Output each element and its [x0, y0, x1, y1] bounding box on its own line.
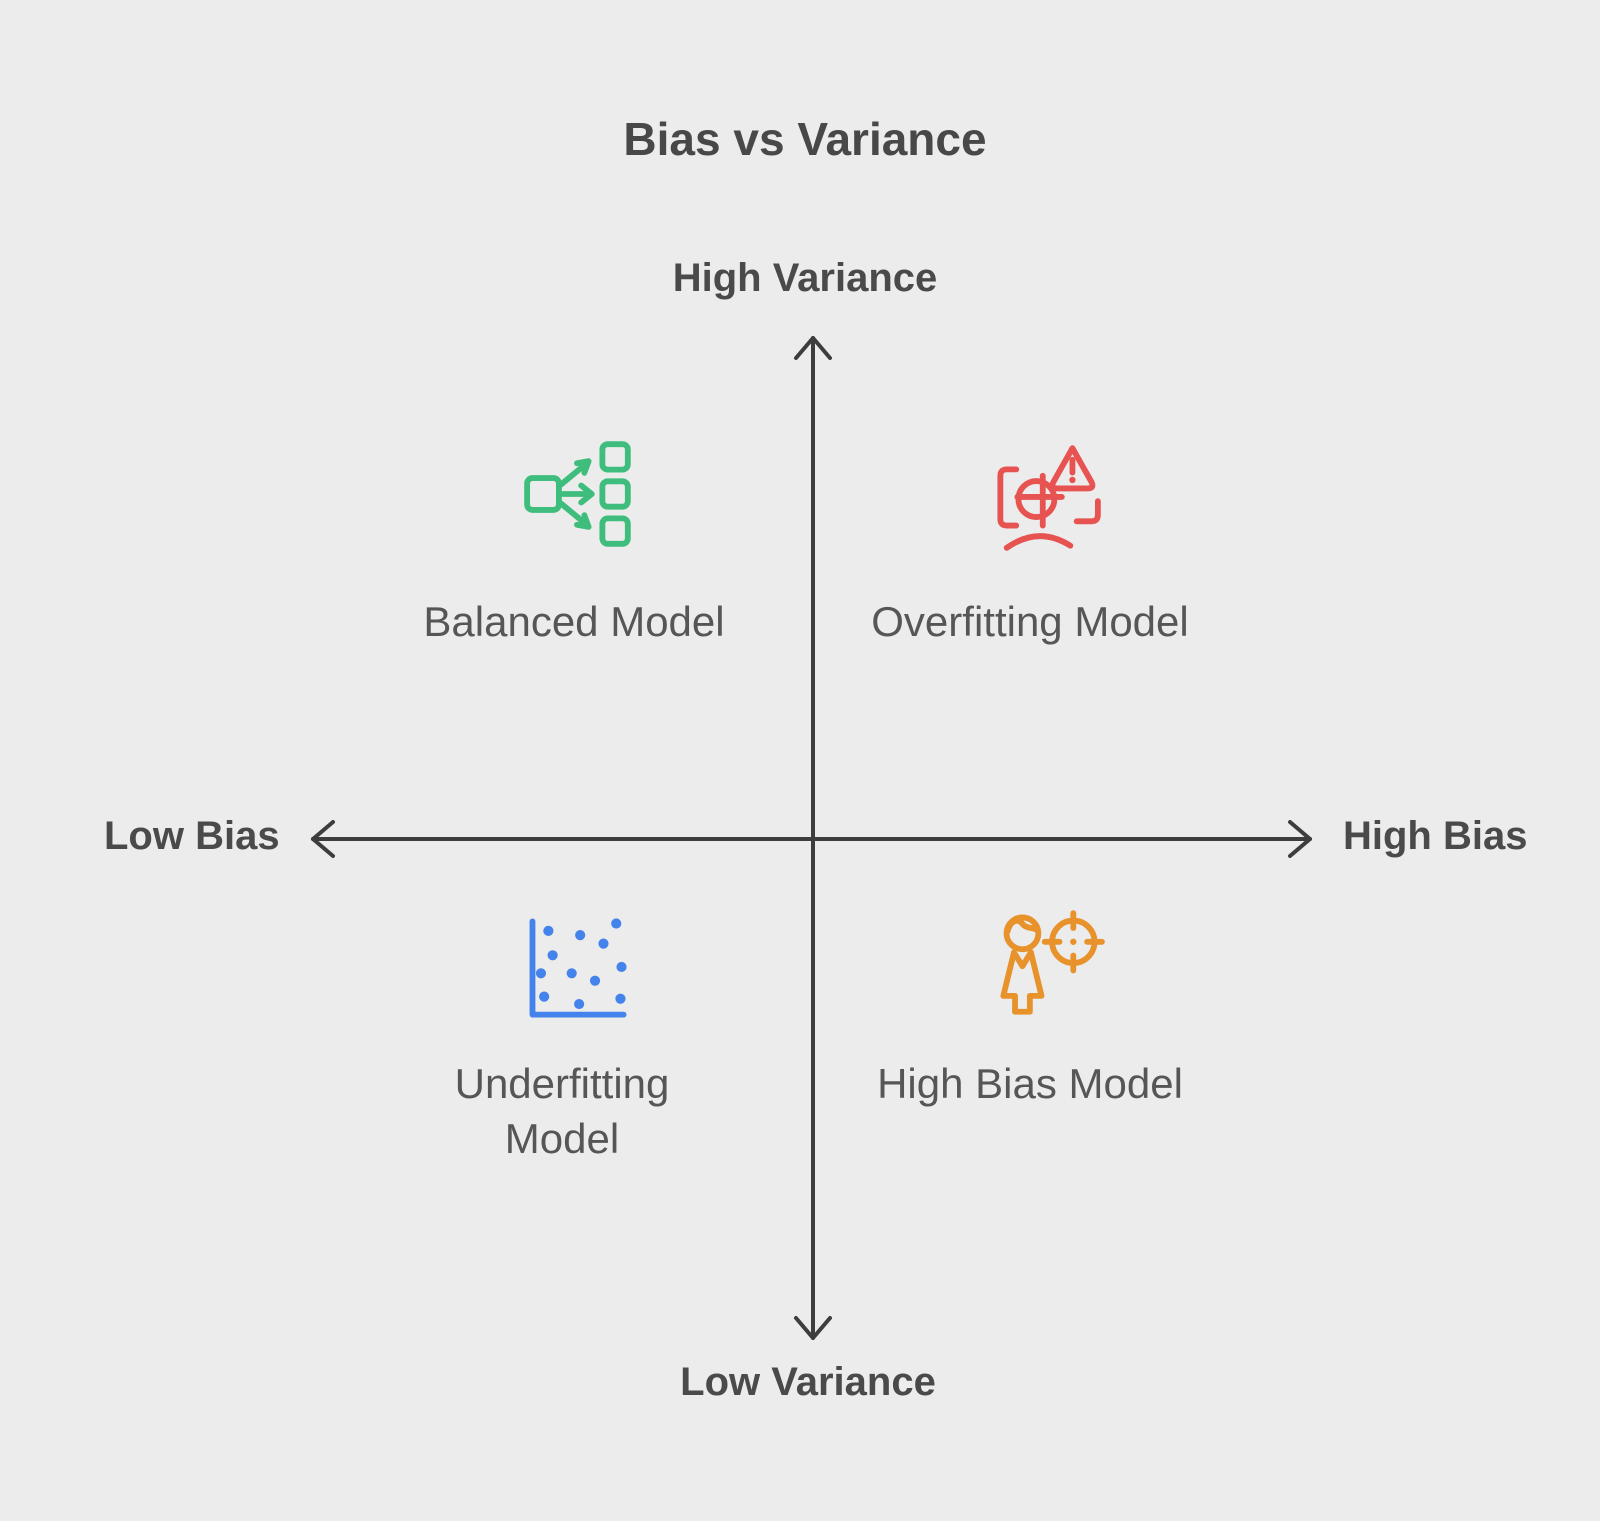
axes-lines [311, 336, 1312, 1340]
axis-label-high-bias: High Bias [1343, 814, 1528, 858]
arrowhead-left-icon [311, 820, 335, 858]
distribution-icon [524, 441, 631, 547]
quadrant-label-high-bias-model: High Bias Model [877, 1060, 1183, 1107]
person-target-icon [997, 910, 1105, 1016]
overfit-warning-icon [994, 445, 1101, 551]
page-title: Bias vs Variance [623, 113, 987, 165]
quadrant-label-overfitting-model: Overfitting Model [871, 598, 1189, 645]
quadrant-label-underfitting-model: Underfitting Model [454, 1060, 670, 1162]
axis-label-high-variance: High Variance [672, 256, 938, 300]
arrowhead-down-icon [794, 1316, 832, 1340]
axis-label-low-variance: Low Variance [680, 1360, 936, 1404]
scatter-plot-icon [524, 915, 630, 1021]
arrowhead-up-icon [794, 336, 832, 360]
axis-label-low-bias: Low Bias [104, 814, 280, 858]
quadrant-label-balanced-model: Balanced Model [423, 598, 725, 645]
arrowhead-right-icon [1288, 820, 1312, 858]
